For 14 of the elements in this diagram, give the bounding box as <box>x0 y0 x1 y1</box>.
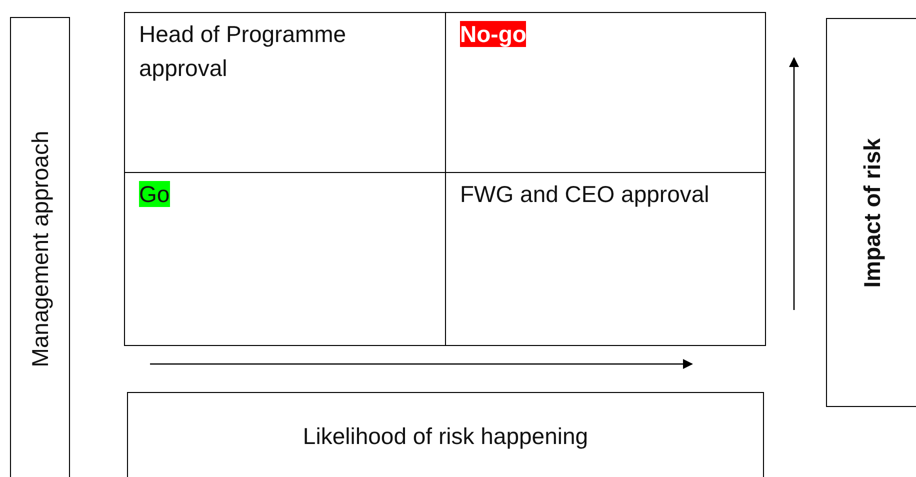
matrix-cell <box>445 172 766 346</box>
axis-title: Management approach <box>26 130 54 367</box>
matrix-cell <box>445 12 766 173</box>
cell-text: Head of Programme approval <box>139 20 348 83</box>
axis-label-box <box>826 18 916 407</box>
matrix-cell <box>124 12 446 173</box>
axis-title: Likelihood of risk happening <box>302 422 588 451</box>
matrix-cell <box>124 172 446 346</box>
highlighted-label: No-go <box>460 21 526 47</box>
axis-title: Impact of risk <box>858 138 886 288</box>
cell-text: FWG and CEO approval <box>460 180 710 209</box>
axis-label-box <box>127 392 764 477</box>
highlighted-label: Go <box>139 181 170 207</box>
side-label-box <box>10 17 70 477</box>
